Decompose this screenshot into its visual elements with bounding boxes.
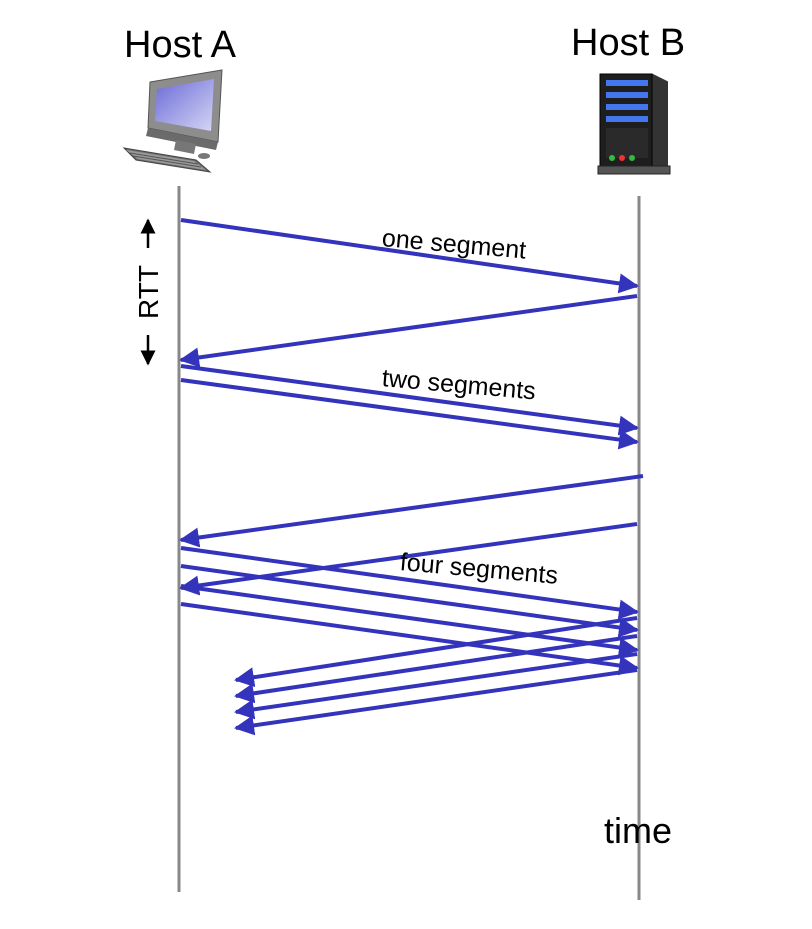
desktop-computer-icon <box>122 69 223 173</box>
segment-arrow <box>180 584 639 658</box>
server-tower-icon <box>597 73 671 175</box>
host-a-label: Host A <box>124 24 236 66</box>
ack-arrow <box>234 634 638 704</box>
ack-arrow <box>179 294 638 368</box>
rtt-label: RTT <box>133 265 164 319</box>
segment-arrow <box>180 546 639 620</box>
ack-arrow <box>234 652 638 720</box>
ack-arrow <box>234 616 638 688</box>
segment-arrow <box>180 378 639 450</box>
segment-arrow <box>180 218 639 294</box>
segment-arrow <box>180 564 639 638</box>
segment-arrow <box>180 602 639 676</box>
ack-arrow <box>179 474 644 548</box>
segment-arrow <box>180 364 639 436</box>
host-b-label: Host B <box>571 22 686 64</box>
ack-arrow <box>234 668 638 736</box>
time-axis-label: time <box>604 810 673 851</box>
